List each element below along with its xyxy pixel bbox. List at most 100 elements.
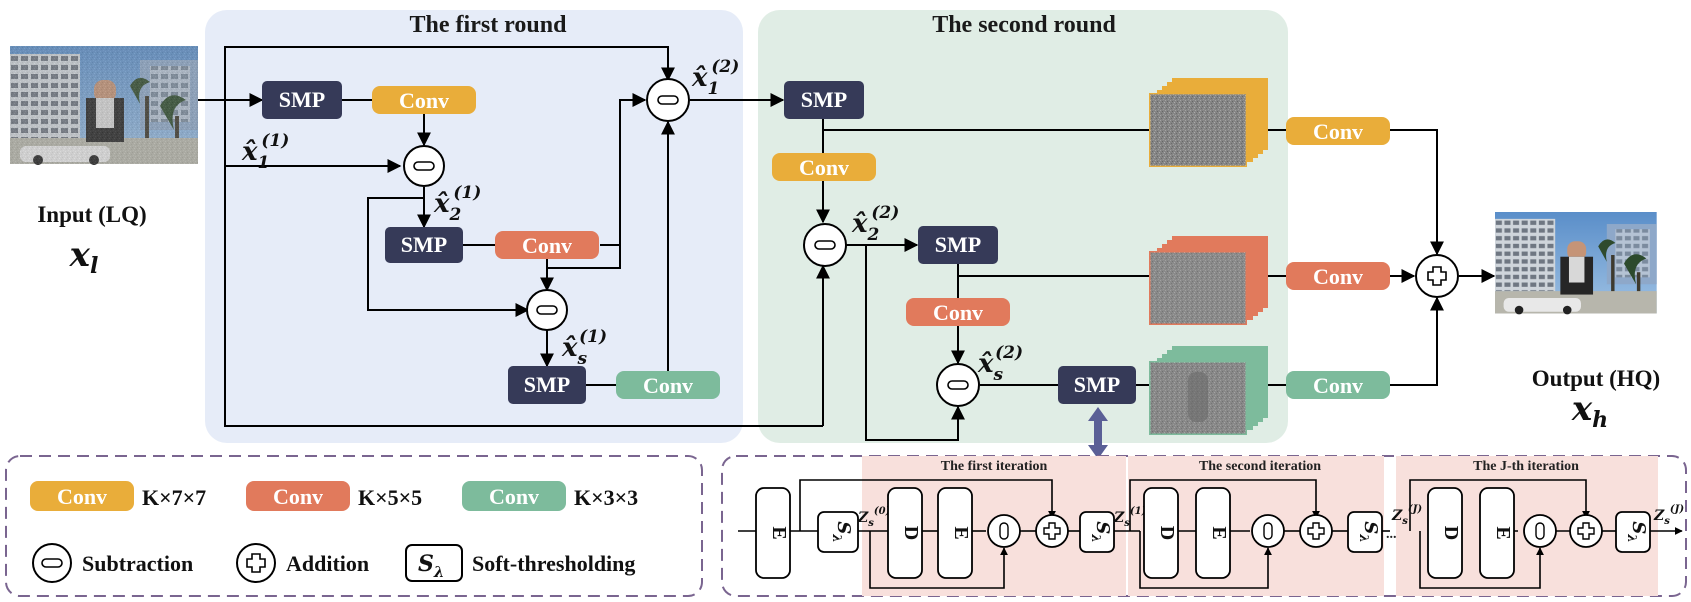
svg-text:SMP: SMP: [279, 87, 325, 112]
plus-circle-icon: [1569, 514, 1603, 548]
first-round-title: The first round: [410, 12, 568, 38]
svg-text:K×7×7: K×7×7: [142, 485, 206, 510]
svg-text:Conv: Conv: [1313, 264, 1363, 289]
first-round-wires: [198, 46, 823, 427]
svg-text:Conv: Conv: [933, 300, 983, 325]
svg-text:Conv: Conv: [799, 155, 849, 180]
svg-text:SMP: SMP: [401, 232, 447, 257]
legend-subtraction: Subtraction: [32, 543, 193, 583]
legend-addition: Addition: [236, 543, 369, 583]
svg-text:Conv: Conv: [1313, 373, 1363, 398]
x1-hat-2-label: x̂1(2): [691, 57, 739, 99]
svg-text:SMP: SMP: [801, 87, 847, 112]
output-var: xh: [1571, 389, 1608, 433]
minus-circle-icon: [936, 363, 980, 407]
svg-text:SMP: SMP: [1074, 372, 1120, 397]
svg-text:SMP: SMP: [935, 232, 981, 257]
svg-text:Soft-thresholding: Soft-thresholding: [472, 551, 635, 576]
second-round-wires: [816, 119, 1496, 441]
conv7-block-out: Conv: [1286, 117, 1390, 145]
zj-out-label: Zs(J): [1653, 504, 1684, 527]
conv5-block-r2: Conv: [906, 298, 1010, 326]
svg-text:SMP: SMP: [524, 372, 570, 397]
smp-block-r2-2: SMP: [918, 226, 998, 264]
x2-hat-2-label: x̂2(2): [851, 203, 899, 245]
feature-stack-7: [1149, 78, 1268, 167]
soft-threshold-block-1: Sλ: [1079, 511, 1115, 553]
double-arrow-icon: [1088, 407, 1108, 459]
conv5-block-1: Conv: [495, 231, 599, 259]
input-var: xl: [69, 235, 99, 279]
svg-text:Sλ: Sλ: [830, 521, 854, 542]
encoder-block-j: E: [1479, 487, 1515, 579]
iteration-title-1: The first iteration: [941, 459, 1048, 474]
second-round-title: The second round: [932, 12, 1116, 38]
svg-text:K×3×3: K×3×3: [574, 485, 638, 510]
svg-text:E: E: [950, 526, 972, 539]
svg-text:D: D: [1156, 526, 1178, 540]
svg-text:Conv: Conv: [57, 484, 107, 509]
conv5-block-out: Conv: [1286, 262, 1390, 290]
encoder-block-0: E: [755, 487, 791, 579]
feature-stack-5: [1149, 236, 1268, 325]
ellipsis: ...: [1386, 527, 1397, 542]
svg-text:Subtraction: Subtraction: [82, 551, 193, 576]
soft-threshold-block-j: Sλ: [1615, 511, 1651, 553]
svg-text:Conv: Conv: [273, 484, 323, 509]
smp-block-3: SMP: [508, 366, 586, 404]
decoder-block-2: D: [1143, 487, 1179, 579]
conv3-block-1: Conv: [616, 371, 720, 399]
conv7-block-r2: Conv: [772, 153, 876, 181]
svg-text:D: D: [900, 526, 922, 540]
encoder-block-1: E: [937, 487, 973, 579]
x2-hat-1-label: x̂2(1): [433, 183, 481, 225]
svg-text:Sλ: Sλ: [1357, 521, 1381, 542]
svg-text:Sλ: Sλ: [1625, 521, 1649, 542]
iteration-title-2: The second iteration: [1199, 459, 1321, 474]
legend-conv3: Conv K×3×3: [462, 481, 638, 511]
encoder-block-2: E: [1195, 487, 1231, 579]
conv3-block-out: Conv: [1286, 371, 1390, 399]
svg-text:Conv: Conv: [522, 233, 572, 258]
output-label: Output (HQ): [1532, 366, 1660, 391]
decoder-block-1: D: [887, 487, 923, 579]
soft-threshold-block-2: Sλ: [1347, 511, 1383, 553]
svg-text:Addition: Addition: [286, 551, 369, 576]
plus-circle-icon: [1415, 254, 1459, 298]
svg-text:K×5×5: K×5×5: [358, 485, 422, 510]
minus-circle-icon: [646, 78, 690, 122]
xs-hat-2-label: x̂s(2): [977, 343, 1023, 385]
legend-conv7: Conv K×7×7: [30, 481, 206, 511]
minus-circle-icon: [1523, 514, 1557, 548]
z0-label: Zs(0): [857, 506, 891, 529]
svg-text:E: E: [1208, 526, 1230, 539]
iteration-title-j: The J-th iteration: [1473, 459, 1579, 474]
feature-stack-3: [1149, 346, 1268, 435]
svg-text:Conv: Conv: [399, 88, 449, 113]
legend-box: [5, 455, 703, 597]
input-label: Input (LQ): [37, 202, 146, 227]
smp-block-1: SMP: [262, 81, 342, 119]
svg-text:D: D: [1440, 526, 1462, 540]
input-image: [10, 46, 198, 165]
smp-block-r2-1: SMP: [784, 81, 864, 119]
decoder-block-j: D: [1427, 487, 1463, 579]
svg-text:Sλ: Sλ: [1089, 521, 1113, 542]
z1-label: Zs(1): [1113, 506, 1147, 529]
zj-label: Zs(J): [1391, 504, 1422, 527]
minus-circle-icon: [526, 289, 568, 331]
legend-soft-threshold: Sλ Soft-thresholding: [405, 544, 635, 582]
minus-circle-icon: [1251, 514, 1285, 548]
minus-circle-icon: [987, 514, 1021, 548]
x1-hat-1-label: x̂1(1): [241, 131, 289, 173]
legend-conv5: Conv K×5×5: [246, 481, 422, 511]
svg-text:E: E: [1492, 526, 1514, 539]
smp-block-2: SMP: [385, 227, 463, 263]
minus-circle-icon: [803, 223, 847, 267]
svg-text:E: E: [768, 526, 790, 539]
svg-text:Conv: Conv: [643, 373, 693, 398]
plus-circle-icon: [1299, 514, 1333, 548]
smp-block-r2-3: SMP: [1058, 366, 1136, 404]
minus-circle-icon: [403, 145, 445, 187]
soft-threshold-block-0: Sλ: [817, 511, 859, 553]
